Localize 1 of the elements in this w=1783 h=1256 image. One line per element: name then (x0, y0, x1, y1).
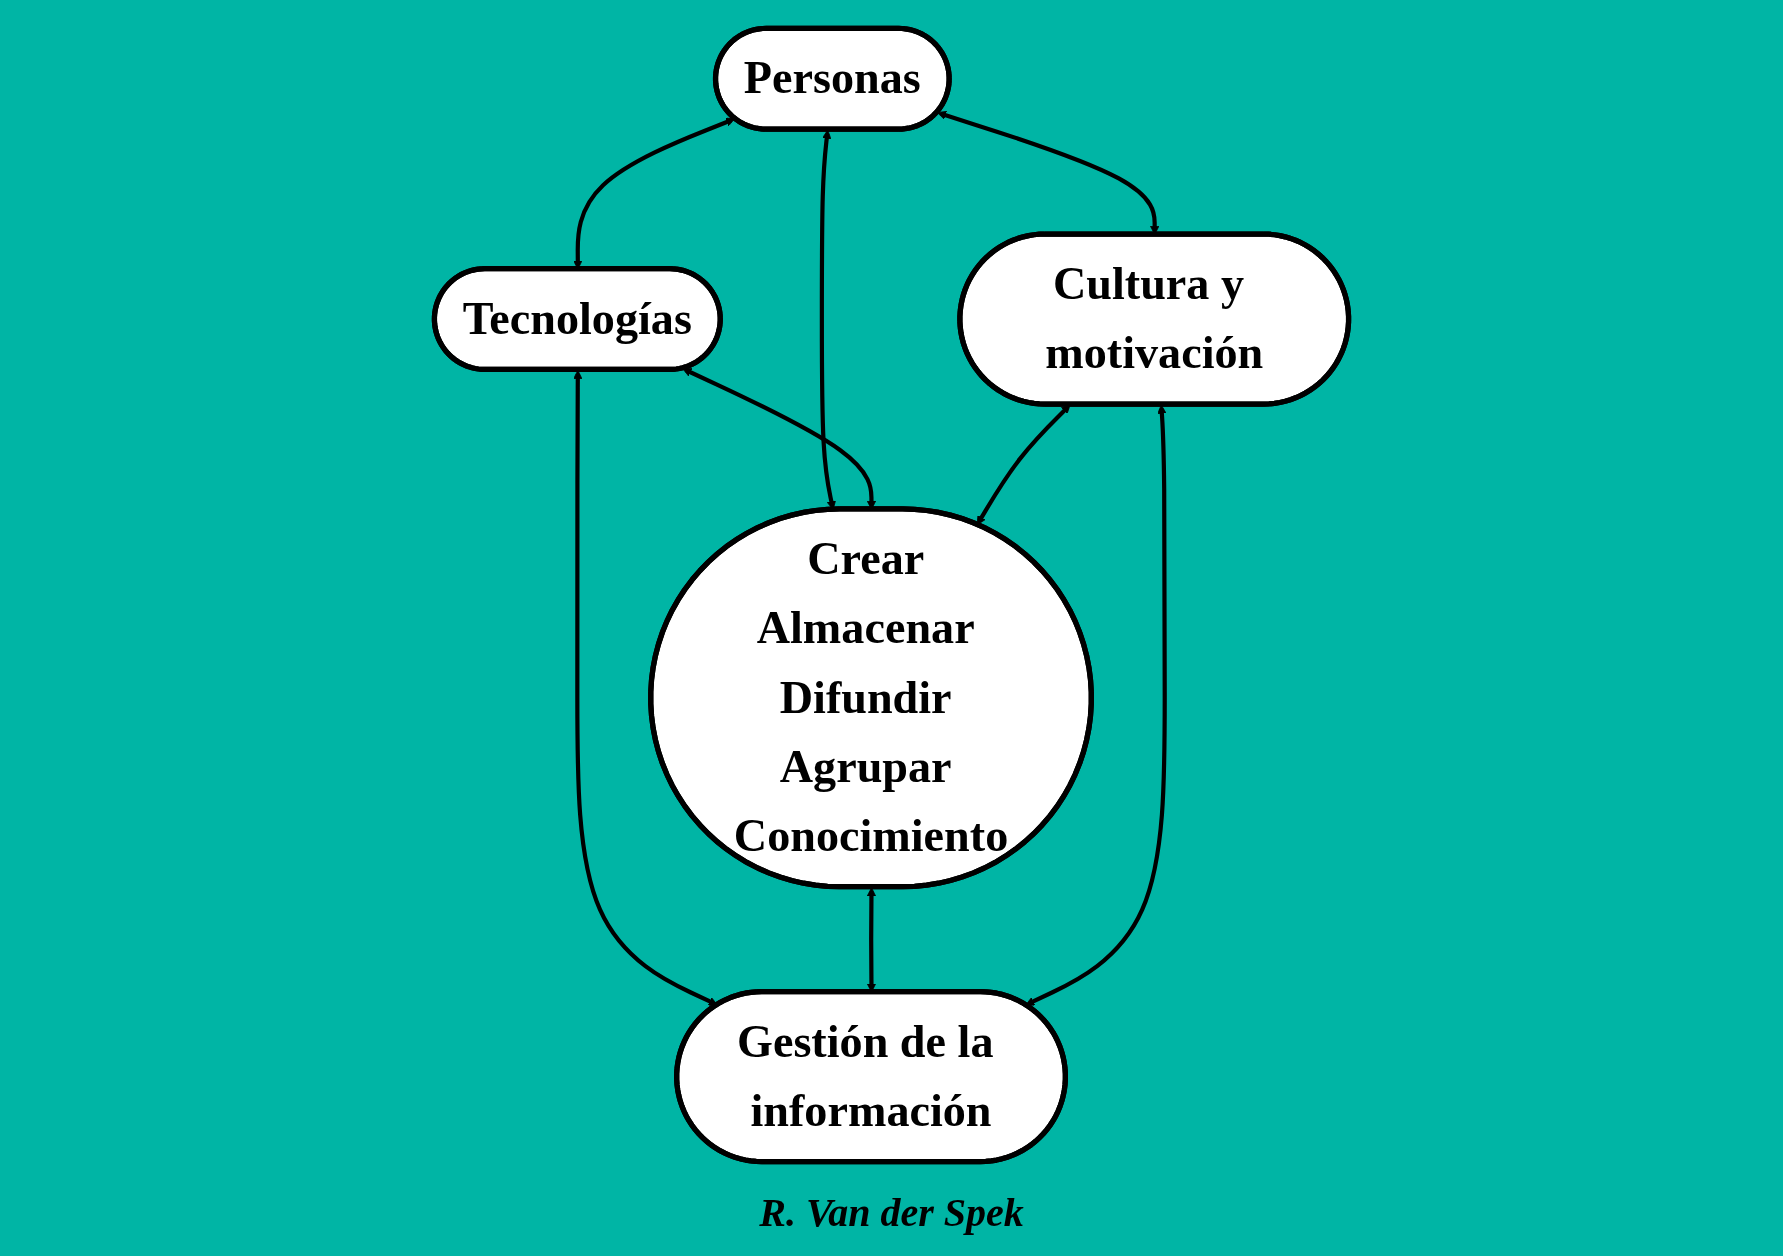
author-credit: R. Van der Spek (759, 1190, 1024, 1235)
